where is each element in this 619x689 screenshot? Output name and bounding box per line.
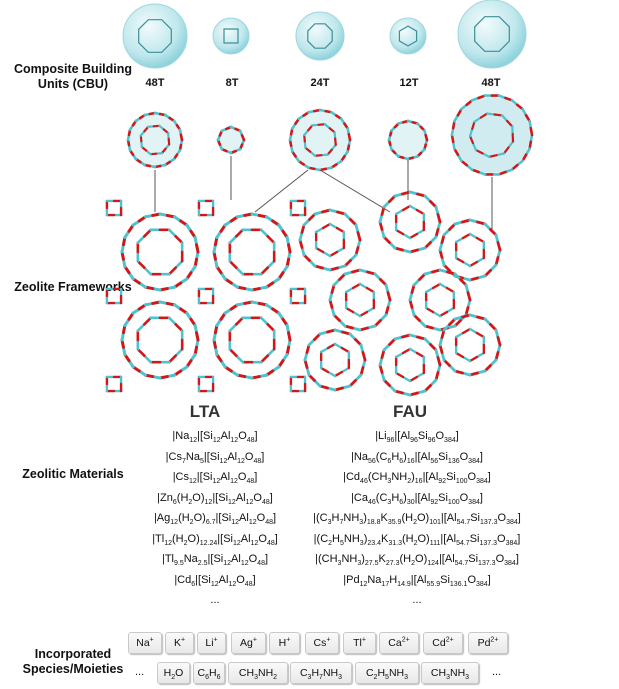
fau-framework-structure bbox=[298, 190, 502, 397]
cbu-size-2: 8T bbox=[225, 77, 239, 89]
ion-chip: Pd2+ bbox=[468, 632, 508, 654]
fau-materials-list: |Li96|[Al96Si96O384] |Na56(C6H6)16|[Al56S… bbox=[292, 426, 542, 611]
cbu-cage-1 bbox=[126, 111, 184, 169]
fau-cage bbox=[438, 218, 502, 282]
lta-material-5: |Ag12(H2O)6.7|[Si12Al12O48] bbox=[153, 512, 277, 527]
lta-material-9: ... bbox=[210, 594, 220, 606]
ion-chip: Ca2+ bbox=[379, 632, 419, 654]
cbu-bubble-5 bbox=[457, 0, 527, 69]
lta-cage bbox=[212, 212, 292, 292]
lta-cage bbox=[120, 212, 200, 292]
cbu-bubble-cage-5 bbox=[474, 16, 510, 52]
molecule-chip: C6H6 bbox=[193, 662, 225, 684]
ion-chip: H+ bbox=[269, 632, 300, 654]
lta-material-7: |Tl9.5Na2.5|[Si12Al12O48] bbox=[161, 553, 269, 568]
fau-material-8: |Pd12Na17H14.9|[Al55.9Si136.1O384] bbox=[343, 573, 491, 588]
ion-chip: Cs+ bbox=[305, 632, 339, 654]
cbu-size-1: 48T bbox=[145, 77, 165, 89]
lta-material-4: |Zn6(H2O)12|[Si12Al12O48] bbox=[157, 491, 273, 506]
fau-cage bbox=[328, 268, 392, 332]
ion-chip: K+ bbox=[165, 632, 194, 654]
ion-chip: Cd2+ bbox=[423, 632, 463, 654]
fau-material-5: |(C3H7NH3)18.8K35.9(H2O)101|[Al54.7Si137… bbox=[313, 512, 521, 527]
lta-materials-list: |Na12|[Si12Al12O48] |Cs7Na5|[Si12Al12O48]… bbox=[130, 426, 300, 611]
cbu-bubbles bbox=[122, 0, 527, 69]
cbu-size-3: 24T bbox=[310, 77, 330, 89]
lta-material-6: |Tl12(H2O)12.24|[Si12Al12O48] bbox=[152, 532, 278, 547]
lta-d4r bbox=[289, 375, 307, 393]
fau-cage bbox=[298, 208, 362, 272]
fau-cage bbox=[378, 333, 442, 397]
molecule-chip: C2H5NH3 bbox=[355, 662, 419, 684]
cbu-cages bbox=[126, 94, 534, 176]
fau-cage bbox=[303, 328, 367, 392]
cbu-bubble-1 bbox=[122, 3, 188, 69]
molecule-chip: C3H7NH3 bbox=[290, 662, 352, 684]
fau-material-7: |(CH3NH3)27.5K27.3(H2O)124|[Al54.7Si137.… bbox=[315, 553, 519, 568]
molecule-chip: H2O bbox=[157, 662, 190, 684]
connector-line-4 bbox=[319, 169, 391, 213]
lta-d4r bbox=[105, 375, 123, 393]
cbu-cage-2 bbox=[216, 125, 246, 155]
cbu-bubble-2 bbox=[212, 17, 250, 55]
lta-d4r bbox=[105, 199, 123, 217]
cbu-bubble-4 bbox=[389, 17, 427, 55]
lta-framework-structure bbox=[105, 199, 307, 393]
cbu-cage-3 bbox=[288, 108, 352, 172]
ion-chip: Li+ bbox=[197, 632, 226, 654]
cbu-cage-5 bbox=[450, 94, 534, 176]
lta-material-8: |Cd6|[Si12Al12O48] bbox=[174, 573, 256, 588]
cbu-bubble-3 bbox=[295, 11, 345, 61]
cbu-label: Composite Building Units (CBU) bbox=[13, 62, 133, 91]
lta-d4r bbox=[197, 287, 215, 305]
cbu-size-5: 48T bbox=[481, 77, 501, 89]
lta-d4r bbox=[289, 199, 307, 217]
frameworks-label: Zeolite Frameworks bbox=[14, 280, 132, 294]
cbu-bubble-cage-1 bbox=[138, 19, 172, 53]
cbu-cage-4 bbox=[387, 119, 429, 161]
lta-material-3: |Cs12|[Si12Al12O48] bbox=[172, 471, 258, 486]
species-ellipsis: ... bbox=[135, 666, 145, 678]
cbu-bubble-cage-3 bbox=[307, 23, 333, 49]
ion-chip: Na+ bbox=[128, 632, 162, 654]
fau-material-9: ... bbox=[412, 594, 422, 606]
species-label: Incorporated Species/Moieties bbox=[22, 647, 124, 676]
species-ellipsis: ... bbox=[492, 666, 502, 678]
fau-title: FAU bbox=[393, 402, 427, 421]
ion-chip: Tl+ bbox=[343, 632, 376, 654]
cbu-size-4: 12T bbox=[399, 77, 419, 89]
fau-material-3: |Cd46(CH3NH2)16|[Al92Si100O384] bbox=[343, 471, 491, 486]
cbu-bubble-cage-2 bbox=[223, 28, 239, 44]
fau-material-1: |Li96|[Al96Si96O384] bbox=[375, 430, 459, 445]
fau-cage bbox=[438, 313, 502, 377]
fau-cage bbox=[378, 190, 442, 254]
materials-label: Zeolitic Materials bbox=[22, 467, 124, 481]
lta-material-2: |Cs7Na5|[Si12Al12O48] bbox=[165, 450, 265, 465]
cbu-bubble-cage-4 bbox=[398, 25, 418, 47]
fau-material-6: |(C2H5NH3)23.4K31.3(H2O)111|[Al54.7Si137… bbox=[313, 532, 521, 547]
lta-d4r bbox=[289, 287, 307, 305]
lta-d4r bbox=[105, 287, 123, 305]
fau-material-4: |Ca46(C3H6)30|[Al92Si100O384] bbox=[351, 491, 483, 506]
fau-cage bbox=[408, 268, 472, 332]
connector-line-3 bbox=[254, 169, 309, 213]
lta-d4r bbox=[197, 199, 215, 217]
lta-d4r bbox=[197, 375, 215, 393]
lta-cage bbox=[212, 300, 292, 380]
molecule-chip: CH3NH3 bbox=[421, 662, 479, 684]
ion-chip: Ag+ bbox=[231, 632, 266, 654]
structures-diagram bbox=[105, 0, 534, 397]
lta-material-1: |Na12|[Si12Al12O48] bbox=[172, 430, 258, 445]
lta-title: LTA bbox=[189, 402, 221, 421]
molecule-chip: CH3NH2 bbox=[228, 662, 288, 684]
fau-material-2: |Na56(C6H6)16|[Al56Si136O384] bbox=[351, 450, 483, 465]
lta-cage bbox=[120, 300, 200, 380]
